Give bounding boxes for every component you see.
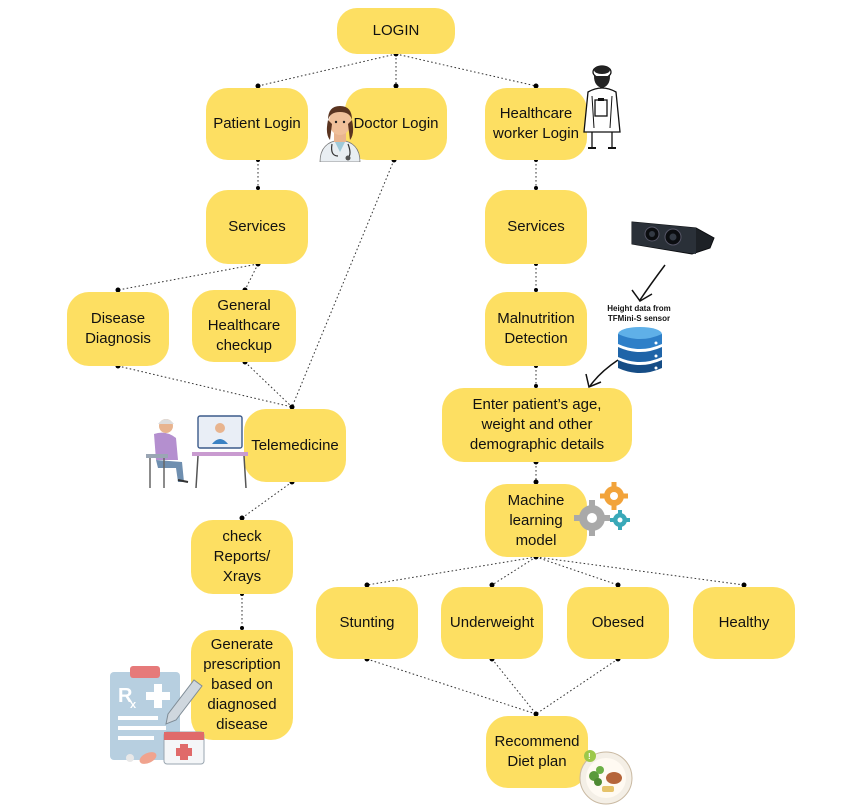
edge-ml-healthy — [535, 556, 745, 586]
doctor-icon — [319, 106, 361, 162]
edge-tele-check — [241, 481, 293, 519]
edge-login-worker — [395, 53, 537, 87]
sensor-label-line-1: Height data from — [607, 304, 671, 313]
healthcare-worker-icon — [583, 65, 621, 149]
edge-dot — [364, 582, 370, 588]
sensor-arrow — [639, 264, 666, 301]
node-stunting: Stunting — [316, 587, 418, 659]
edge-login-patient — [257, 53, 397, 87]
edge-dot — [239, 515, 245, 521]
database-arrow-head — [585, 373, 602, 389]
node-login: LOGIN — [337, 8, 455, 54]
edge-dot — [533, 83, 539, 89]
edge-dot — [393, 83, 399, 89]
edge-services-general — [244, 263, 259, 291]
edge-stunting-recommend — [366, 658, 537, 715]
edge-dot — [489, 582, 495, 588]
node-services-right: Services — [485, 190, 587, 264]
edge-disease-tele — [117, 365, 293, 408]
edge-underweight-recommend — [491, 658, 537, 715]
edge-dot — [615, 582, 621, 588]
database-arrow — [589, 359, 619, 387]
edge-obesed-recommend — [535, 658, 619, 715]
svg-text:x: x — [130, 699, 137, 711]
edge-dot — [534, 288, 538, 292]
node-telemedicine: Telemedicine — [244, 409, 346, 482]
sensor-arrow-head — [631, 289, 653, 302]
node-patient-login: Patient Login — [206, 88, 308, 160]
sensor-label: Height data from TFMini-S sensor — [594, 304, 684, 324]
edge-dot — [534, 384, 538, 388]
edge-dot — [240, 626, 244, 630]
svg-text:R: R — [118, 685, 133, 707]
node-doctor-login: Doctor Login — [345, 88, 447, 160]
edge-dot — [289, 404, 295, 410]
edge-dot — [115, 287, 121, 293]
edge-ml-stunting — [366, 556, 537, 586]
sensor-label-line-2: TFMini-S sensor — [607, 314, 671, 323]
node-healthy: Healthy — [693, 587, 795, 659]
node-obesed: Obesed — [567, 587, 669, 659]
svg-text:!: ! — [588, 752, 591, 761]
edge-dot — [256, 186, 260, 190]
prescription-icon: R x — [110, 666, 205, 765]
telemedicine-icon — [146, 415, 248, 489]
edge-dot — [741, 582, 747, 588]
database-icon — [618, 327, 662, 373]
diet-plate-icon: ! — [579, 750, 633, 805]
edge-dot — [255, 83, 261, 89]
edge-ml-obesed — [535, 556, 619, 586]
gears-icon — [574, 482, 630, 536]
node-underweight: Underweight — [441, 587, 543, 659]
edge-dot — [533, 711, 539, 717]
edge-dot — [534, 186, 538, 190]
lidar-sensor-icon — [631, 221, 715, 255]
edge-ml-underweight — [491, 556, 537, 586]
edge-dot — [533, 479, 539, 485]
edge-general-tele — [244, 361, 293, 408]
edge-doctor-tele — [291, 159, 395, 408]
edge-services-disease — [117, 263, 259, 291]
node-services-left: Services — [206, 190, 308, 264]
